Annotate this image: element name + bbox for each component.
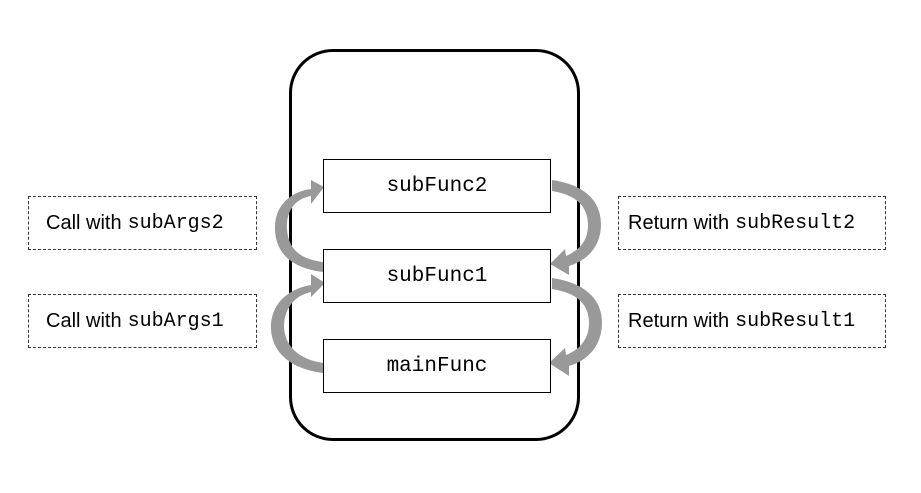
return-label-subresult1: Return with subResult1 bbox=[618, 294, 886, 348]
call-label-subargs1: Call with subArgs1 bbox=[28, 294, 257, 348]
return-arrow-lower bbox=[549, 278, 602, 376]
call-label-arg: subArgs1 bbox=[127, 309, 224, 333]
return-arrow-upper bbox=[550, 180, 601, 275]
return-label-arg: subResult1 bbox=[735, 309, 856, 333]
return-label-subresult2: Return with subResult2 bbox=[618, 196, 886, 250]
return-label-arg: subResult2 bbox=[735, 211, 856, 235]
frame-mainfunc: mainFunc bbox=[323, 339, 551, 393]
call-label-prefix: Call with bbox=[46, 211, 122, 234]
call-label-arg: subArgs2 bbox=[127, 211, 224, 235]
call-arrow-lower bbox=[270, 274, 325, 373]
call-label-subargs2: Call with subArgs2 bbox=[28, 196, 257, 250]
return-label-prefix: Return with bbox=[628, 211, 730, 234]
call-label-prefix: Call with bbox=[46, 309, 122, 332]
frame-subfunc1: subFunc1 bbox=[323, 249, 551, 303]
call-arrow-upper bbox=[274, 180, 324, 272]
return-label-prefix: Return with bbox=[628, 309, 730, 332]
frame-subfunc2: subFunc2 bbox=[323, 159, 551, 213]
